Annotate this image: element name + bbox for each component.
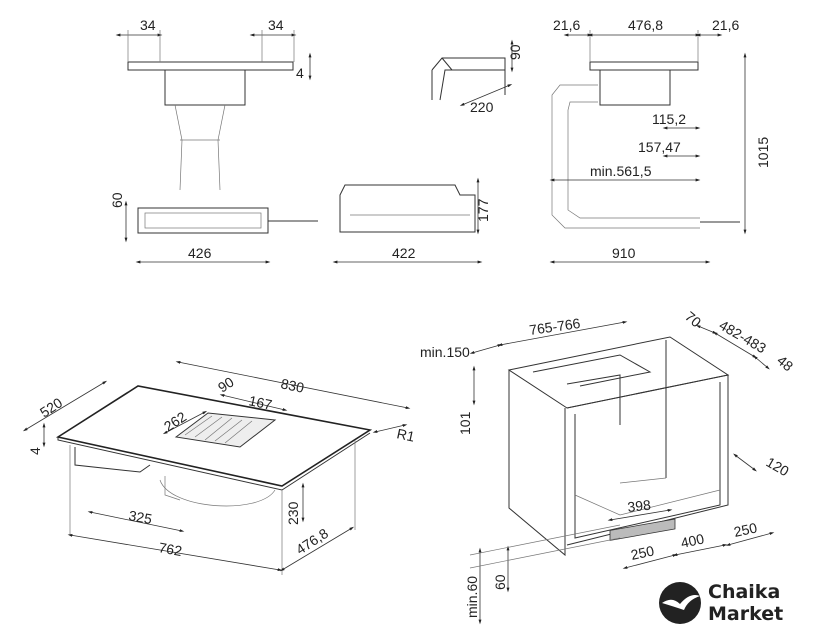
logo-line1: Chaika — [708, 581, 780, 603]
dim-167: 167 — [247, 392, 273, 413]
dim-482-483: 482-483 — [717, 317, 770, 357]
dim-476-8-top: 476,8 — [628, 17, 663, 33]
dim-230: 230 — [285, 501, 301, 525]
dim-910: 910 — [612, 245, 636, 261]
seagull-icon — [659, 582, 701, 624]
dim-60: 60 — [109, 192, 125, 208]
dim-220: 220 — [470, 99, 494, 115]
cabinet-isometric: min.150 765-766 70 482-483 48 101 120 39… — [420, 308, 796, 625]
top-right-view: 21,6 476,8 21,6 115,2 157,47 min.561,5 1… — [549, 17, 771, 264]
dim-115-2: 115,2 — [652, 111, 686, 127]
dim-177: 177 — [475, 198, 491, 222]
dim-90-duct: 90 — [507, 44, 523, 60]
dim-422: 422 — [392, 245, 416, 261]
dim-520: 520 — [37, 394, 65, 420]
dim-101: 101 — [457, 411, 473, 435]
top-left-view: 34 34 4 60 426 — [109, 17, 318, 264]
dim-1015: 1015 — [755, 137, 771, 168]
dim-250-left: 250 — [629, 542, 655, 563]
dim-400: 400 — [679, 530, 705, 551]
dim-min-60: min.60 — [464, 576, 480, 618]
dim-250-right: 250 — [732, 519, 758, 540]
dim-34-left: 34 — [140, 17, 156, 33]
dim-min-150: min.150 — [420, 344, 470, 360]
dim-min-561-5: min.561,5 — [590, 163, 652, 179]
dim-765-766: 765-766 — [528, 315, 581, 338]
dim-325: 325 — [127, 507, 153, 527]
hob-isometric: 520 830 90 167 262 R1 4 325 230 762 476,… — [22, 361, 416, 575]
dim-4-hob: 4 — [27, 447, 43, 455]
dim-4: 4 — [296, 65, 304, 81]
top-middle-view: 90 220 177 422 — [332, 39, 523, 264]
dim-48: 48 — [774, 352, 796, 374]
dim-157-47: 157,47 — [638, 139, 681, 155]
dim-60-plinth: 60 — [492, 574, 508, 590]
dim-476-8-hob: 476,8 — [293, 525, 331, 558]
dim-90-vent: 90 — [215, 373, 237, 395]
dim-r1: R1 — [395, 425, 416, 444]
dim-762: 762 — [157, 539, 183, 559]
chaika-market-logo: Chaika Market — [659, 581, 783, 625]
dim-21-6-right: 21,6 — [712, 17, 739, 33]
dim-398: 398 — [627, 497, 652, 515]
logo-line2: Market — [708, 603, 783, 625]
dim-120: 120 — [764, 454, 792, 480]
dim-34-right: 34 — [268, 17, 284, 33]
dim-21-6-left: 21,6 — [553, 17, 580, 33]
dim-830: 830 — [279, 375, 305, 396]
dim-426: 426 — [188, 245, 212, 261]
